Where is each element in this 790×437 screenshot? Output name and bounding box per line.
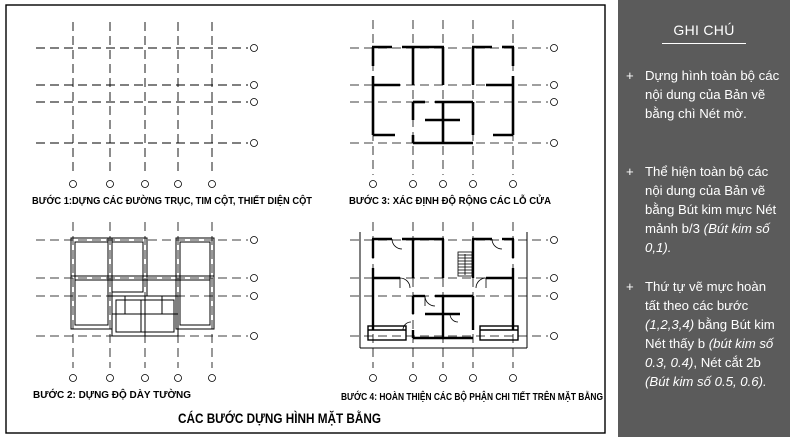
note-text-2-main: Thể hiện toàn bộ các nội dung của Bản vẽ… bbox=[645, 164, 777, 236]
notes-title-underline bbox=[662, 43, 746, 44]
step1-axis-bubbles bbox=[69, 44, 258, 188]
note-text-3-part-3: bằng Bút kim Nét thấy b bbox=[645, 317, 775, 351]
step4-staircase bbox=[457, 251, 473, 277]
step4-door-swings bbox=[391, 238, 503, 331]
note-text-2: Thể hiện toàn bộ các nội dung của Bản vẽ… bbox=[645, 162, 784, 257]
step4-label: BƯỚC 4: HOÀN THIỆN CÁC BỘ PHẬN CHI TIẾT … bbox=[341, 390, 603, 403]
note-bullet: + bbox=[626, 279, 634, 294]
step3-walls-with-openings bbox=[371, 45, 515, 145]
step4-walls bbox=[371, 237, 515, 340]
note-text-2-italic: (Bút kim số 0,1). bbox=[645, 221, 770, 255]
step3-axis-grid bbox=[350, 20, 548, 175]
note-bullet: + bbox=[626, 68, 634, 83]
notes-panel: GHI CHÚ + Dựng hình toàn bộ các nội dung… bbox=[618, 0, 790, 437]
step4-balconies bbox=[367, 325, 519, 341]
note-item-2: + Thể hiện toàn bộ các nội dung của Bản … bbox=[626, 162, 784, 257]
note-text-3-part-5: , Nét cắt 2b bbox=[693, 355, 761, 370]
note-text-3: Thứ tự vẽ mực hoàn tất theo các bước (1,… bbox=[645, 277, 784, 391]
note-text-1: Dựng hình toàn bộ các nội dung của Bản v… bbox=[645, 68, 780, 121]
note-bullet: + bbox=[626, 164, 634, 179]
step2-label: BƯỚC 2: DỰNG ĐỘ DÀY TƯỜNG bbox=[33, 388, 191, 401]
floor-plan-drawing-sheet: BƯỚC 1:DỰNG CÁC ĐƯỜNG TRỤC, TIM CỘT, THI… bbox=[5, 4, 606, 434]
step3-axis-bubbles bbox=[369, 44, 558, 188]
note-text-3-part-4: (bút kim số 0.3, 0.4) bbox=[645, 336, 774, 370]
notes-title: GHI CHÚ bbox=[673, 22, 735, 38]
step4-axis-bubbles bbox=[369, 236, 558, 382]
step2-axis-bubbles bbox=[69, 236, 258, 382]
sheet-border bbox=[5, 4, 606, 434]
step4-site-boundary bbox=[359, 232, 528, 349]
step3-label: BƯỚC 3: XÁC ĐỊNH ĐỘ RỘNG CÁC LỖ CỬA bbox=[349, 194, 551, 207]
sheet-main-title: CÁC BƯỚC DỰNG HÌNH MẶT BẰNG bbox=[178, 411, 381, 426]
step1-label: BƯỚC 1:DỰNG CÁC ĐƯỜNG TRỤC, TIM CỘT, THI… bbox=[32, 194, 313, 207]
note-item-1: + Dựng hình toàn bộ các nội dung của Bản… bbox=[626, 66, 784, 123]
step1-axis-grid bbox=[36, 22, 248, 175]
note-text-3-part-1: Thứ tự vẽ mực hoàn tất theo các bước bbox=[645, 279, 767, 313]
note-text-3-part-6: (Bút kim số 0.5, 0.6). bbox=[645, 374, 767, 389]
step2-double-walls bbox=[70, 237, 215, 337]
step2-axis-grid bbox=[36, 222, 248, 368]
note-item-3: + Thứ tự vẽ mực hoàn tất theo các bước (… bbox=[626, 277, 784, 391]
note-text-3-part-2: (1,2,3,4) bbox=[645, 317, 695, 332]
